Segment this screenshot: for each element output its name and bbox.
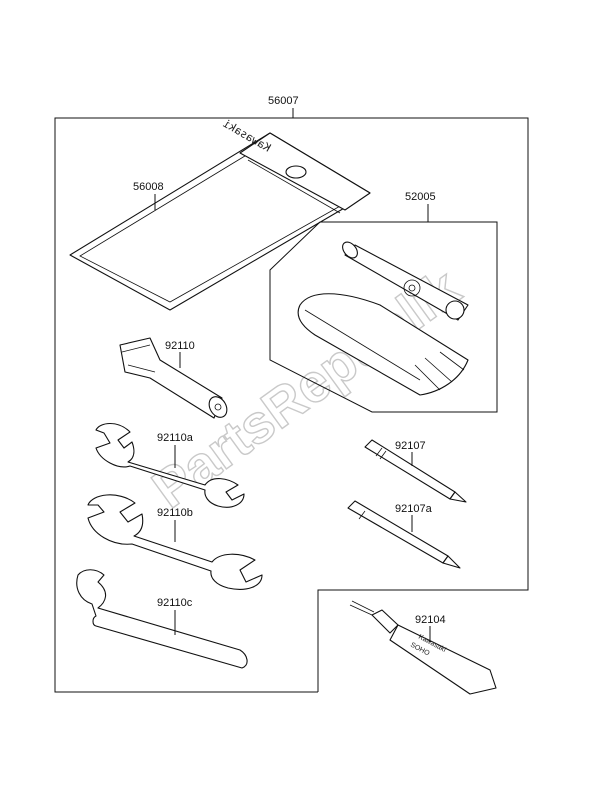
label-92107[interactable]: 92107 (395, 440, 426, 452)
label-92110c[interactable]: 92110c (157, 597, 193, 609)
label-56007[interactable]: 56007 (268, 95, 299, 107)
socket-wrench[interactable] (119, 337, 230, 421)
label-52005[interactable]: 52005 (405, 191, 436, 203)
label-92107a[interactable]: 92107a (395, 503, 433, 515)
hook-wrench[interactable] (76, 569, 248, 669)
label-56008[interactable]: 56008 (133, 181, 164, 193)
label-92110a[interactable]: 92110a (157, 432, 194, 444)
label-92110b[interactable]: 92110b (157, 507, 193, 519)
wrench-small[interactable] (95, 422, 245, 508)
bag-set-frame (269, 221, 498, 413)
label-92110[interactable]: 92110 (165, 340, 195, 352)
screwdriver-bit-2[interactable] (347, 500, 461, 569)
screwdriver-bit-1[interactable] (364, 439, 467, 503)
kit-frame (54, 117, 529, 693)
wrench-large[interactable] (87, 494, 263, 590)
screwdriver-handle[interactable] (340, 239, 469, 321)
tool-pouch[interactable]: Kawasaki (69, 117, 371, 311)
cloth-bag[interactable] (297, 293, 469, 396)
label-92104[interactable]: 92104 (415, 614, 446, 626)
